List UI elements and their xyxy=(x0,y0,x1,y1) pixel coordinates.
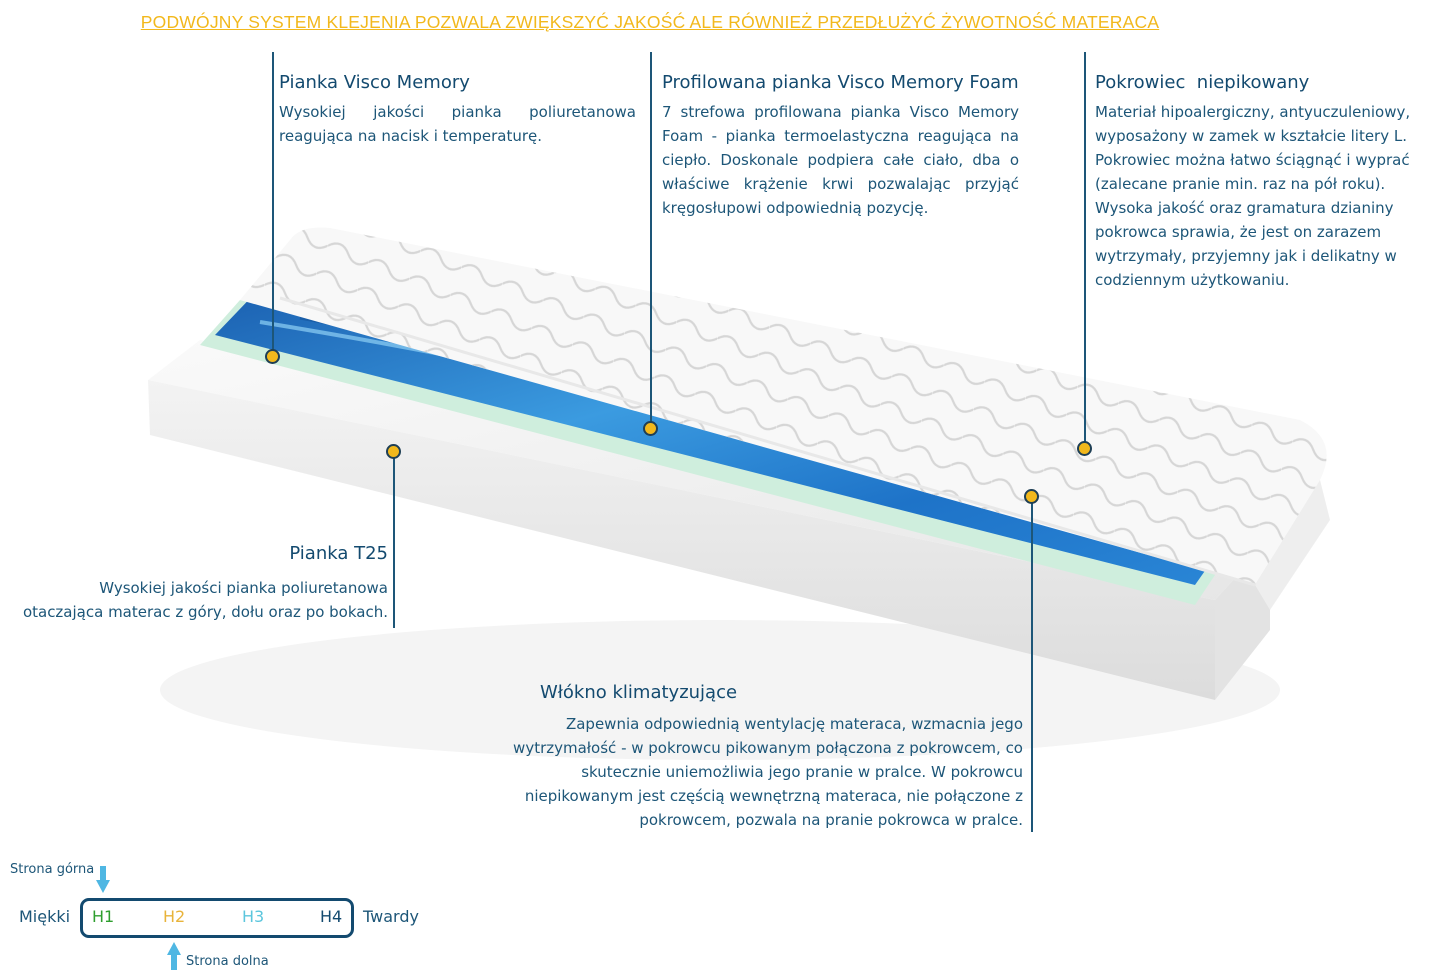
fiber-desc-line: skutecznie uniemożliwia jego pranie w pr… xyxy=(581,763,1023,781)
visco-title: Pianka Visco Memory xyxy=(279,72,470,93)
headline: PODWÓJNY SYSTEM KLEJENIA POZWALA ZWIĘKSZ… xyxy=(140,12,1160,32)
up-arrow-icon xyxy=(167,942,181,970)
visco-desc: Wysokiej jakości pianka poliuretanowa re… xyxy=(279,103,636,145)
soft-label: Miękki xyxy=(19,907,71,926)
marker-cover xyxy=(1077,441,1092,456)
leader-line-profiled xyxy=(650,52,652,428)
profiled-title: Profilowana pianka Visco Memory Foam xyxy=(662,72,1019,93)
hardness-scale-box xyxy=(80,898,354,938)
cover-title: Pokrowiec niepikowany xyxy=(1095,72,1310,93)
profiled-desc: 7 strefowa profilowana pianka Visco Memo… xyxy=(662,103,1019,217)
marker-visco xyxy=(265,349,280,364)
cover-desc: Materiał hipoalergiczny, antyuczuleniowy… xyxy=(1095,103,1411,289)
fiber-desc-line: Zapewnia odpowiednią wentylację materaca… xyxy=(565,715,1023,733)
leader-line-fiber xyxy=(1031,498,1033,832)
down-arrow-icon xyxy=(96,866,110,893)
bottom-side-label: Strona dolna xyxy=(186,954,269,969)
leader-line-cover xyxy=(1084,52,1086,448)
marker-profiled xyxy=(643,421,658,436)
marker-t25 xyxy=(386,444,401,459)
t25-title: Pianka T25 xyxy=(289,543,388,564)
marker-fiber xyxy=(1024,489,1039,504)
fiber-desc-line: wytrzymałość - w pokrowcu pikowanym połą… xyxy=(513,739,1023,757)
fiber-desc-line: niepikowanym jest częścią wewnętrzną mat… xyxy=(524,787,1023,805)
hardness-level-h4: H4 xyxy=(320,907,343,926)
t25-desc-line1: Wysokiej jakości pianka poliuretanowa xyxy=(99,579,388,597)
t25-front-face xyxy=(148,380,1215,700)
hardness-level-h1: H1 xyxy=(92,907,115,926)
t25-desc-line2: otaczająca materac z góry, dołu oraz po … xyxy=(22,603,388,621)
fiber-title: Włókno klimatyzujące xyxy=(540,682,738,703)
leader-line-t25 xyxy=(393,452,395,628)
hardness-level-h2: H2 xyxy=(163,907,186,926)
hardness-level-h3: H3 xyxy=(242,907,265,926)
hard-label: Twardy xyxy=(363,907,419,926)
fiber-desc-line: pokrowcem, pozwala na pranie pokrowca w … xyxy=(639,811,1023,829)
leader-line-visco xyxy=(272,52,274,357)
top-side-label: Strona górna xyxy=(10,862,95,877)
